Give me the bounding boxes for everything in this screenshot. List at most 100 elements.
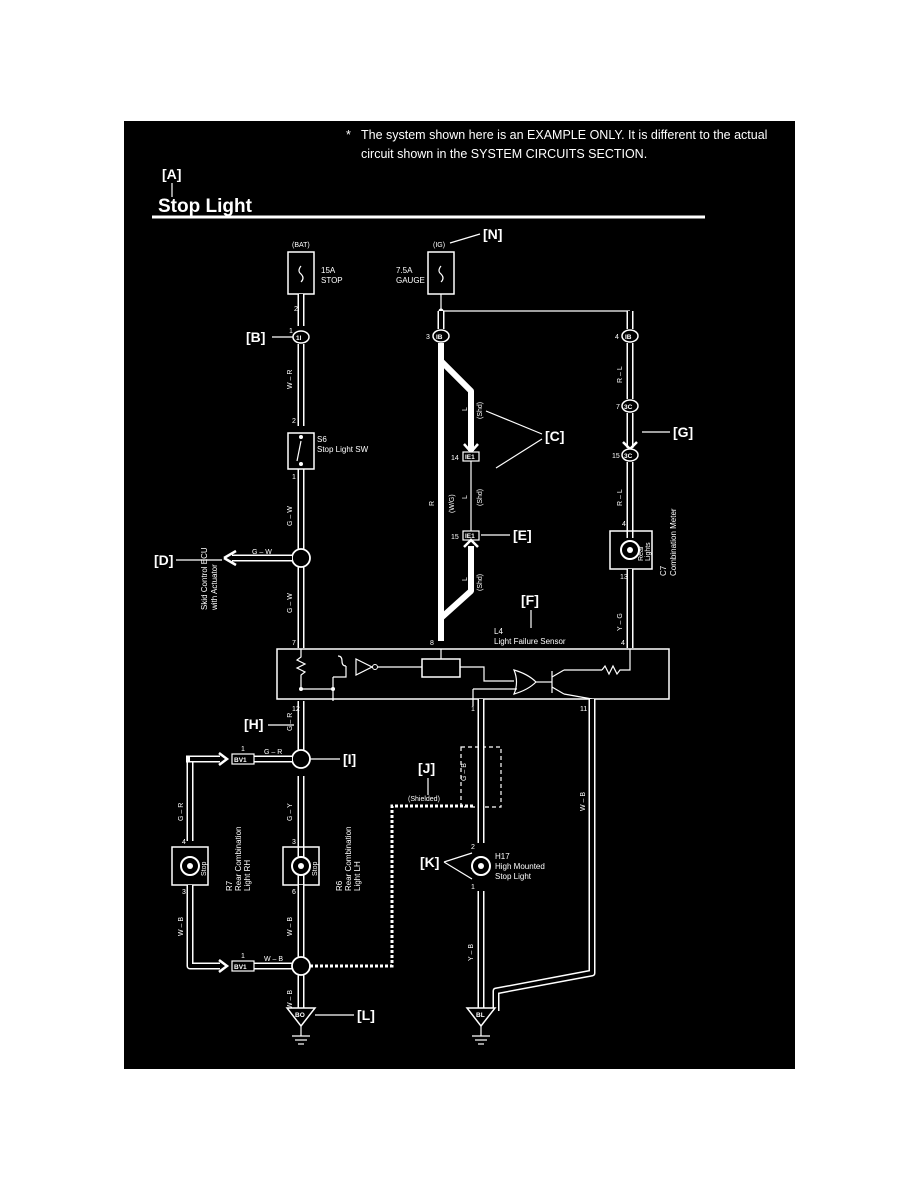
callout-j: [J] (418, 760, 435, 776)
callout-a: [A] (162, 166, 181, 182)
junction-ground-bo (291, 956, 311, 976)
h17-line-2: Stop Light (495, 872, 532, 881)
ground-bl (465, 1007, 497, 1028)
h17-pin-bottom: 1 (471, 884, 475, 891)
connector-bv1-top-pin: 1 (241, 746, 245, 753)
l4-name: Light Failure Sensor (494, 637, 566, 646)
fuse-stop-rating: 15A (321, 266, 336, 275)
wire-label-shielded: (Shielded) (408, 796, 440, 803)
wire-label-g-b: G – B (461, 763, 468, 781)
callout-h: [H] (244, 716, 263, 732)
connector-3c-7 (621, 399, 639, 413)
fuse-gauge (427, 251, 455, 295)
r6-pin-bottom: 6 (292, 889, 296, 896)
r6-line-1: Rear Combination (344, 827, 353, 891)
wire-label-g-w-2: G – W (252, 549, 272, 556)
wire-label-y-g: Y – G (617, 613, 624, 631)
wiring-diagram: * The system shown here is an EXAMPLE ON… (124, 121, 795, 1069)
wire-w-b-sensor (492, 699, 596, 1011)
wire-label-shd-1: (Shd) (477, 402, 484, 419)
r7-inner: Stop (201, 861, 208, 876)
connector-ie1-lower-pin: 15 (451, 534, 459, 541)
c7-pin-top: 4 (622, 521, 626, 528)
connector-1i-label: 1I (296, 335, 302, 342)
arrow-ie1-lower (463, 538, 479, 548)
wire-label-w-r: W – R (287, 370, 294, 389)
wire-l-lower (438, 546, 474, 621)
callout-n-leader (449, 233, 481, 244)
callout-c-leader-2 (495, 438, 543, 469)
note-line-2: circuit shown in the SYSTEM CIRCUITS SEC… (361, 147, 647, 161)
connector-bv1-bottom (231, 960, 255, 972)
wire-label-l-2: L (462, 495, 469, 499)
r6-inner: Stop (312, 861, 319, 876)
connector-ib-3-pin: 3 (426, 334, 430, 341)
wire-label-r: R (429, 501, 436, 506)
callout-i: [I] (343, 751, 356, 767)
r6-code: R6 (335, 880, 344, 891)
s6-name: Stop Light SW (317, 445, 369, 454)
r6-line-2: Light LH (353, 861, 362, 891)
ground-bo-label: BO (295, 1012, 305, 1019)
fuse-gauge-supply: (IG) (433, 242, 445, 249)
skid-ecu-line-2: with Actuator (210, 564, 219, 611)
wire-label-w-b-3: W – B (264, 956, 283, 963)
fuse-gauge-name: GAUGE (396, 276, 425, 285)
connector-ie1-lower-label: IE1 (465, 533, 475, 540)
r7-pin-top: 4 (182, 839, 186, 846)
s6-blade (296, 440, 302, 462)
fuse-stop-name: STOP (321, 276, 343, 285)
wire-label-shd-3: (Shd) (477, 574, 484, 591)
s6-pin-bottom: 1 (292, 474, 296, 481)
arrow-bv1-top (218, 752, 230, 766)
wire-label-w-b-1: W – B (178, 917, 185, 936)
s6-contact-bottom (299, 462, 303, 466)
wire-label-shd-2: (Shd) (477, 489, 484, 506)
note-marker: * (346, 128, 351, 142)
wire-label-l-3: L (462, 577, 469, 581)
s6-contact-top (299, 435, 303, 439)
callout-c-leader-1 (485, 410, 543, 435)
connector-3c-7-pin: 7 (616, 404, 620, 411)
l4-pin-1: 1 (471, 706, 475, 713)
connector-bv1-bottom-label: BV1 (234, 964, 247, 971)
l4-code: L4 (494, 627, 503, 636)
stop-bulb-lh-filament (298, 863, 304, 869)
callout-f: [F] (521, 592, 539, 608)
wire-l-upper (438, 358, 474, 451)
connector-ie1-upper-label: IE1 (465, 454, 475, 461)
l4-pin-8: 8 (430, 640, 434, 647)
connector-1i-pin: 1 (289, 328, 293, 335)
fuse-stop (287, 251, 315, 295)
stop-light-switch (287, 432, 315, 470)
h17-pin-top: 2 (471, 844, 475, 851)
wire-label-w-b-5: W – B (580, 792, 587, 811)
r7-pin-bottom: 3 (182, 889, 186, 896)
connector-3c-7-label: 3C (624, 404, 633, 411)
connector-bv1-top-label: BV1 (234, 757, 247, 764)
connector-3c-15 (621, 448, 639, 462)
wire-label-w-b-2: W – B (287, 917, 294, 936)
callout-n: [N] (483, 226, 502, 242)
l4-pin-4: 4 (621, 640, 625, 647)
callout-e: [E] (513, 527, 532, 543)
fuse-gauge-rating: 7.5A (396, 266, 413, 275)
wire-label-g-r-2: G – R (264, 749, 282, 756)
fuse-stop-pin: 2 (294, 306, 298, 313)
l4-internal-circuit (295, 649, 631, 706)
callout-l: [L] (357, 1007, 375, 1023)
connector-3c-15-pin: 15 (612, 453, 620, 460)
wire-label-y-b: Y – B (468, 944, 475, 961)
connector-ib-4-pin: 4 (615, 334, 619, 341)
stop-bulb-rh-filament (187, 863, 193, 869)
wiring-diagram-canvas: * The system shown here is an EXAMPLE ON… (152, 128, 767, 1045)
c7-name: Combination Meter (669, 508, 678, 576)
wire-label-r-l-1: R – L (617, 366, 624, 383)
wire-label-g-y: G – Y (287, 803, 294, 821)
rear-lights-bulb-filament (627, 547, 633, 553)
junction-skid (291, 548, 311, 568)
skid-ecu-line-1: Skid Control ECU (200, 547, 209, 610)
connector-ie1-upper-pin: 14 (451, 455, 459, 462)
junction-stop-lamps (291, 749, 311, 769)
r7-line-2: Light RH (243, 860, 252, 891)
